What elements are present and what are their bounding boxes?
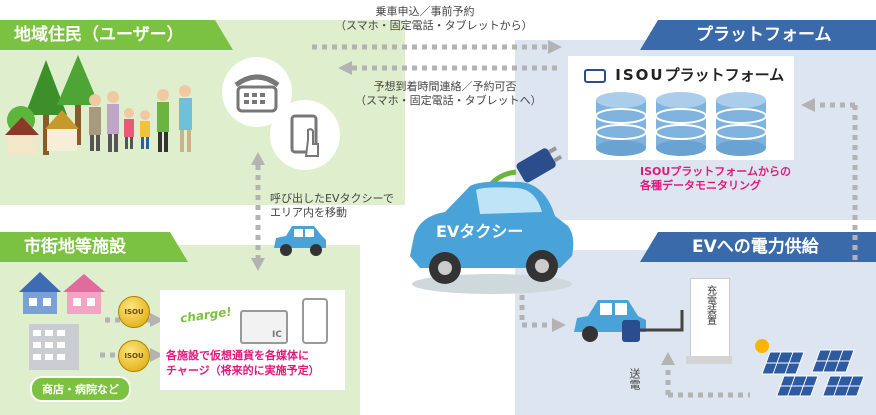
facilities-header: 市街地等施設 bbox=[0, 232, 188, 262]
facilities-title: 市街地等施設 bbox=[24, 237, 126, 257]
header-tab-shape bbox=[215, 20, 233, 50]
charger-device: 充電装置 bbox=[690, 278, 730, 360]
ev-taxi-label: EVタクシー bbox=[436, 222, 524, 241]
reply-line2: （スマホ・固定電話・タブレットへ） bbox=[355, 94, 542, 107]
monitoring-line2: 各種データモニタリング bbox=[640, 179, 761, 192]
residents-panel bbox=[0, 20, 405, 205]
charger-label: 充電装置 bbox=[704, 285, 716, 325]
coin-arrow-head-1 bbox=[150, 313, 164, 327]
reply-line1: 予想到着時間連絡／予約可否 bbox=[373, 80, 517, 93]
crypto-coin-icon: ISOU bbox=[118, 340, 150, 372]
power-title: EVへの電力供給 bbox=[692, 237, 819, 257]
request-arrow-head bbox=[548, 40, 562, 54]
telephone-icon bbox=[234, 74, 280, 113]
power-arrow-head bbox=[801, 98, 815, 112]
solar-panel-icon bbox=[811, 349, 855, 373]
crypto-coin-icon: ISOU bbox=[118, 296, 150, 328]
request-line1: 乗車申込／事前予約 bbox=[375, 5, 475, 18]
facility-buildings bbox=[19, 272, 105, 370]
house-icon bbox=[5, 117, 39, 155]
ev-taxi-car bbox=[410, 181, 574, 294]
house-icon bbox=[19, 272, 61, 314]
platform-title: プラットフォーム bbox=[696, 25, 832, 45]
charge-plug-icon bbox=[622, 310, 684, 342]
person-icon bbox=[89, 94, 101, 151]
residents-title: 地域住民（ユーザー） bbox=[14, 25, 184, 45]
coin-arrow-head-2 bbox=[150, 348, 164, 362]
monitoring-note: ISOUプラットフォームからの 各種データモニタリング bbox=[640, 165, 791, 193]
charge-box: charge! IC 各施設で仮想通貨を各媒体に チャージ（将来的に実施予定） bbox=[160, 290, 345, 390]
ic-card-icon: IC bbox=[240, 310, 288, 344]
hospital-building-icon bbox=[29, 324, 79, 370]
person-icon bbox=[140, 110, 150, 149]
dispatch-line1: 呼び出したEVタクシーで bbox=[270, 192, 394, 205]
solar-arrow-head bbox=[661, 352, 675, 365]
charge-text: charge! bbox=[179, 304, 233, 326]
person-icon bbox=[124, 108, 134, 149]
car-window bbox=[476, 187, 542, 214]
platform-box: ISOUプラットフォーム bbox=[568, 56, 794, 160]
logo-brand: ISOU bbox=[615, 66, 665, 84]
car-power-arrow-head bbox=[552, 318, 566, 332]
header-tab-shape bbox=[170, 232, 188, 262]
residents-header: 地域住民（ユーザー） bbox=[0, 20, 233, 50]
house-icon bbox=[63, 274, 105, 314]
logo-suffix: プラットフォーム bbox=[664, 66, 785, 84]
sun-icon bbox=[755, 339, 769, 353]
solar-panel-icon bbox=[822, 375, 865, 397]
request-line2: （スマホ・固定電話・タブレットから） bbox=[335, 19, 533, 32]
charger-base bbox=[686, 356, 732, 364]
platform-logo: ISOUプラットフォーム bbox=[584, 64, 784, 85]
charge-note: 各施設で仮想通貨を各媒体に チャージ（将来的に実施予定） bbox=[166, 348, 320, 378]
monitoring-line1: ISOUプラットフォームからの bbox=[640, 165, 791, 178]
tree-icon bbox=[25, 60, 67, 155]
database-icon bbox=[715, 92, 767, 156]
small-ev-car-icon bbox=[274, 226, 326, 256]
tablet-circle bbox=[270, 100, 340, 170]
person-icon bbox=[107, 91, 119, 152]
person-icon bbox=[157, 89, 169, 152]
charge-note-line1: 各施設で仮想通貨を各媒体に bbox=[166, 349, 309, 362]
facility-tag: 商店・病院など bbox=[30, 376, 131, 402]
request-arrow-label: 乗車申込／事前予約 （スマホ・固定電話・タブレットから） bbox=[335, 5, 533, 33]
smartphone-icon bbox=[302, 298, 328, 344]
charge-note-line2: チャージ（将来的に実施予定） bbox=[166, 364, 320, 377]
database-icon bbox=[655, 92, 707, 156]
dispatch-line2: エリア内を移動 bbox=[270, 206, 347, 219]
platform-header: プラットフォーム bbox=[640, 20, 876, 50]
dispatch-arrow-label: 呼び出したEVタクシーで エリア内を移動 bbox=[270, 192, 394, 220]
dispatch-arrow-head-up bbox=[251, 152, 265, 165]
ic-card-label: IC bbox=[272, 330, 282, 340]
database-icon bbox=[595, 92, 647, 156]
reply-arrow-label: 予想到着時間連絡／予約可否 （スマホ・固定電話・タブレットへ） bbox=[355, 80, 542, 108]
solar-panel-icon bbox=[761, 351, 805, 375]
power-header: EVへの電力供給 bbox=[640, 232, 876, 262]
tree-icon bbox=[57, 55, 99, 145]
header-tab-shape bbox=[640, 232, 658, 262]
reply-arrow-head bbox=[338, 61, 352, 75]
transmission-label: 送電 bbox=[628, 368, 641, 390]
person-icon bbox=[179, 85, 192, 152]
solar-panels bbox=[755, 339, 865, 397]
database-icons bbox=[595, 92, 767, 156]
dispatch-arrow-head-down bbox=[251, 258, 265, 271]
solar-panel-icon bbox=[776, 375, 819, 397]
header-tab-shape bbox=[640, 20, 658, 50]
house-icon bbox=[45, 110, 79, 151]
residents-illustration bbox=[5, 55, 192, 155]
logo-plug-icon bbox=[584, 68, 606, 83]
tablet-icon bbox=[290, 114, 319, 157]
